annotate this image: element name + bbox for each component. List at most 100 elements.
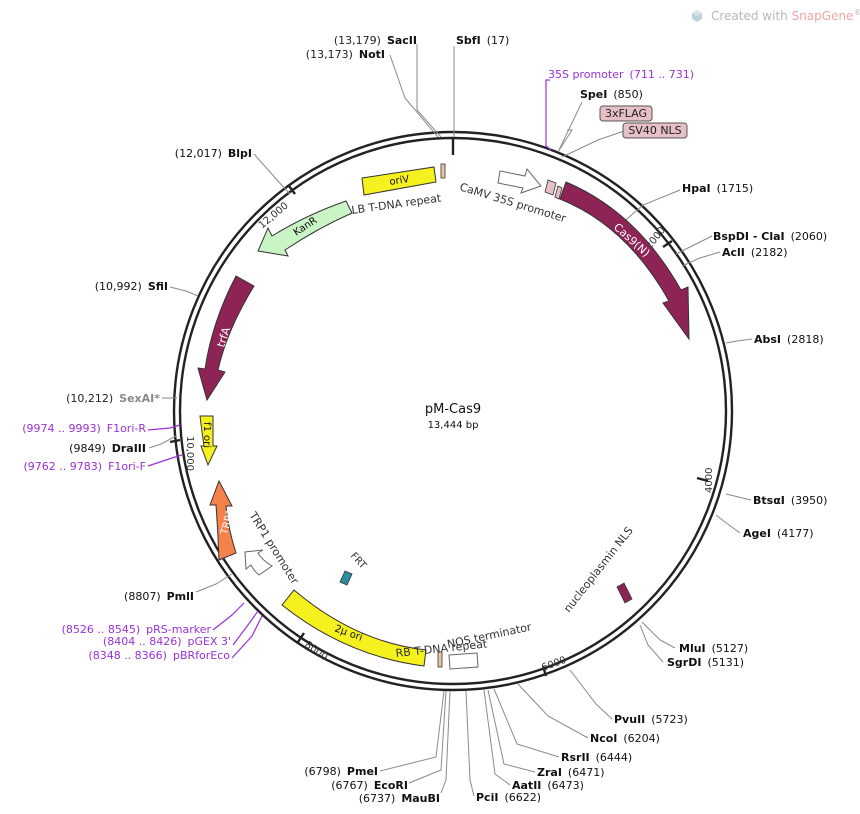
- feature-sv40-box[interactable]: [622, 122, 688, 139]
- enzyme-sbfi[interactable]: SbfI(17): [456, 34, 509, 47]
- feature-sv40-label: SV40 NLS: [628, 124, 681, 137]
- enzyme-ecori[interactable]: (6767)EcoRI: [331, 779, 408, 792]
- tick-2000: [662, 240, 673, 248]
- feature-frt[interactable]: [339, 570, 353, 586]
- zrai-leader: [487, 689, 536, 773]
- feature-oriv-label: oriV: [389, 174, 410, 188]
- tick-label-10000: 10,000: [184, 436, 195, 471]
- feature-2mu-ori[interactable]: [281, 589, 427, 667]
- plasmid-name: pM-Cas9: [425, 402, 481, 417]
- pvuii-leader: [569, 669, 613, 720]
- primer-pgex-marker: [232, 610, 259, 646]
- enzyme-acli[interactable]: AclI(2182): [722, 246, 787, 259]
- blpi-leader: [253, 153, 291, 195]
- enzyme-blpi[interactable]: (12,017)BlpI: [175, 147, 252, 160]
- feature-3xflag-marker: [544, 179, 557, 196]
- agei-leader: [715, 514, 741, 534]
- feature-kanr[interactable]: [257, 200, 353, 257]
- feature-trfa-label: trfA: [214, 325, 233, 349]
- enzyme-zrai[interactable]: ZraI(6471): [537, 766, 605, 779]
- enzyme-spei[interactable]: SpeI(850): [580, 88, 643, 101]
- feature-cas9[interactable]: [559, 181, 690, 341]
- ncoi-leader: [517, 683, 589, 739]
- enzyme-noti[interactable]: (13,173)NotI: [306, 48, 385, 61]
- sfii-leader: [169, 286, 199, 297]
- enzyme-pmli[interactable]: (8807)PmlI: [124, 590, 194, 603]
- feature-f1ori[interactable]: [199, 415, 218, 467]
- primer-prs-marker[interactable]: (8526 .. 8545)pRS-marker: [62, 623, 212, 636]
- primer-pgex[interactable]: (8404 .. 8426)pGEX 3': [103, 635, 231, 648]
- enzyme-absi[interactable]: AbsI(2818): [754, 333, 824, 346]
- primer-pbrforeco-marker: [231, 615, 263, 659]
- noti-leader: [389, 54, 439, 138]
- enzyme-sacii[interactable]: (13,179)SacII: [334, 34, 417, 47]
- plasmid-backbone: [172, 130, 734, 692]
- tick-label-8000: 8000: [302, 639, 329, 663]
- feature-rb-repeat-marker: [437, 651, 443, 668]
- feature-lb-repeat-marker: [440, 163, 446, 179]
- snapgene-logo-icon: [692, 10, 702, 22]
- enzyme-bspdi-clai[interactable]: BspDI - ClaI(2060): [713, 230, 827, 243]
- sacii-leader: [416, 44, 442, 138]
- draiii-leader: [148, 435, 177, 449]
- plasmid-center-label: pM-Cas9 13,444 bp: [425, 402, 481, 431]
- enzyme-pcii[interactable]: PciI(6622): [476, 791, 541, 804]
- feature-nos-terminator[interactable]: [448, 652, 479, 670]
- primer-35s-promoter[interactable]: 35S promoter(711 .. 731): [548, 68, 694, 81]
- enzyme-rsrii[interactable]: RsrII(6444): [561, 751, 632, 764]
- enzyme-agei[interactable]: AgeI(4177): [743, 527, 814, 540]
- feature-3xflag-box[interactable]: [599, 105, 653, 122]
- feature-frt-label: FRT: [348, 551, 369, 572]
- feature-trp1-promoter-label: TRP1 promoter: [246, 509, 302, 587]
- enzyme-aatii[interactable]: AatII(6473): [512, 779, 584, 792]
- feature-trp1-promoter[interactable]: [244, 549, 273, 576]
- enzyme-sgrdi[interactable]: SgrDI(5131): [667, 656, 744, 669]
- feature-trfa[interactable]: [197, 275, 255, 402]
- feature-nucleoplasmin-nls[interactable]: [616, 582, 633, 604]
- primer-35s-marker: [545, 79, 552, 151]
- flag-leader: [557, 129, 573, 153]
- bspdi-leader: [675, 235, 713, 255]
- feature-oriv[interactable]: [361, 166, 437, 196]
- enzyme-sfii[interactable]: (10,992)SfiI: [95, 280, 168, 293]
- primer-prs-marker-line: [212, 602, 245, 631]
- enzyme-leader-lines: [148, 44, 753, 797]
- absi-leader: [725, 338, 753, 344]
- pmei-leader: [379, 690, 445, 772]
- acli-leader: [681, 251, 721, 267]
- enzyme-hpai[interactable]: HpaI(1715): [682, 182, 753, 195]
- enzyme-ncoi[interactable]: NcoI(6204): [590, 732, 660, 745]
- feature-camv-35s-promoter[interactable]: [497, 167, 542, 194]
- primer-f1ori-r[interactable]: (9974 .. 9993)F1ori-R: [22, 422, 146, 435]
- primer-pbrforeco[interactable]: (8348 .. 8366)pBRforEco: [88, 649, 230, 662]
- feature-nos-terminator-label: NOS terminator: [446, 620, 533, 651]
- feature-trp1[interactable]: [209, 479, 237, 561]
- pcii-leader: [465, 690, 475, 797]
- tick-8000: [297, 632, 305, 643]
- tick-label-4000: 4000: [704, 468, 715, 493]
- maubi-leader: [440, 690, 451, 794]
- tick-4000: [696, 476, 709, 483]
- feature-sv40-marker: [554, 185, 563, 200]
- primer-markers: 35S promoter(711 .. 731) (9974 .. 9993)F…: [22, 68, 694, 662]
- svg-text:Created with SnapGene®: Created with SnapGene®: [711, 8, 860, 23]
- ecori-leader: [408, 690, 447, 784]
- enzyme-pmei[interactable]: (6798)PmeI: [304, 765, 378, 778]
- tick-10000: [169, 438, 181, 444]
- enzyme-draiii[interactable]: (9849)DraIII: [69, 442, 146, 455]
- enzyme-pvuii[interactable]: PvuII(5723): [614, 713, 688, 726]
- mlui-leader: [641, 621, 676, 649]
- primer-f1ori-f-marker: [147, 454, 183, 467]
- primer-f1ori-f[interactable]: (9762 .. 9783)F1ori-F: [24, 460, 147, 473]
- enzyme-btsai[interactable]: BtsαI(3950): [753, 494, 827, 507]
- enzyme-maubi[interactable]: (6737)MauBI: [359, 792, 440, 805]
- sgrdi-leader: [639, 624, 664, 663]
- snapgene-watermark: Created with SnapGene®: [692, 8, 860, 23]
- pmli-leader: [195, 573, 233, 593]
- enzyme-mlui[interactable]: MluI(5127): [679, 642, 748, 655]
- sv40-leader: [561, 130, 625, 158]
- enzyme-sexai[interactable]: (10,212)SexAI*: [66, 392, 160, 405]
- tick-12000: [288, 185, 296, 195]
